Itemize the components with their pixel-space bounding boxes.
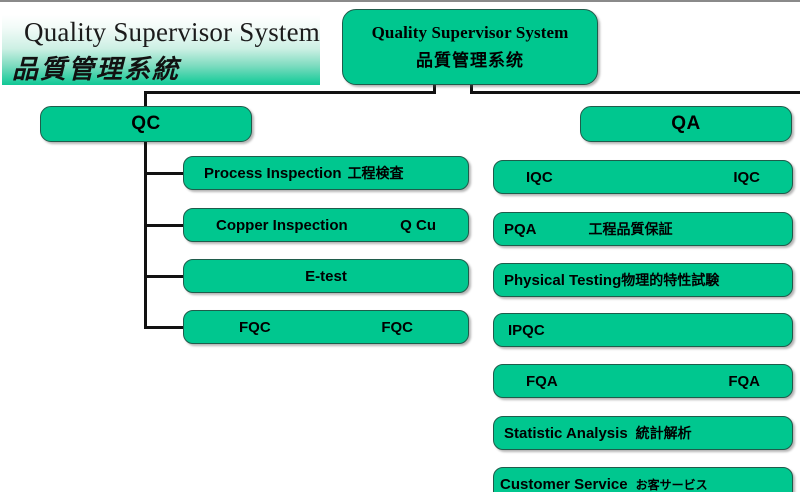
- node-iqc[interactable]: IQC IQC: [493, 160, 793, 194]
- node-fqc-label-secondary: FQC: [381, 318, 413, 336]
- node-ipqc-label: IPQC: [508, 321, 545, 339]
- connector-root-to-qc-horizontal: [144, 91, 436, 94]
- node-process-inspection-label-english: Process Inspection: [204, 164, 342, 182]
- node-e-test-label: E-test: [305, 267, 347, 285]
- node-fqa-label-secondary: FQA: [728, 372, 760, 390]
- connector-qc-branch-2: [144, 224, 186, 227]
- node-fqa[interactable]: FQA FQA: [493, 364, 793, 398]
- slide-title-english: Quality Supervisor System: [24, 17, 320, 47]
- node-branch-qa[interactable]: QA: [580, 106, 792, 142]
- node-branch-qc[interactable]: QC: [40, 106, 252, 142]
- node-fqc[interactable]: FQC FQC: [183, 310, 469, 344]
- connector-root-to-qc-vertical: [144, 91, 147, 109]
- connector-qc-branch-1: [144, 172, 186, 175]
- connector-qc-branch-3: [144, 275, 186, 278]
- node-customer-service[interactable]: Customer Service お客サービス: [493, 467, 793, 492]
- node-fqc-label-english: FQC: [239, 318, 271, 336]
- node-branch-qc-label: QC: [131, 113, 161, 134]
- connector-qc-spine: [144, 142, 147, 329]
- node-pqa[interactable]: PQA 工程品質保証: [493, 212, 793, 246]
- node-physical-testing-label-japanese: 物理的特性試験: [621, 273, 720, 289]
- node-copper-inspection[interactable]: Copper Inspection Q Cu: [183, 208, 469, 242]
- node-physical-testing[interactable]: Physical Testing 物理的特性試験: [493, 263, 793, 297]
- node-pqa-label-english: PQA: [504, 220, 537, 238]
- node-branch-qa-label: QA: [671, 113, 701, 134]
- connector-root-stub-left: [433, 85, 436, 94]
- node-process-inspection-label-japanese: 工程検査: [347, 166, 404, 182]
- node-ipqc[interactable]: IPQC: [493, 313, 793, 347]
- node-statistic-analysis-label-japanese: 統計解析: [635, 426, 692, 442]
- node-copper-inspection-label-english: Copper Inspection: [216, 216, 348, 234]
- node-root-quality-supervisor-system[interactable]: Quality Supervisor System 品質管理系统: [342, 9, 598, 85]
- node-copper-inspection-label-code: Q Cu: [400, 216, 436, 234]
- title-banner: Quality Supervisor System 品質管理系統: [2, 15, 320, 85]
- node-iqc-label-secondary: IQC: [733, 168, 760, 186]
- node-fqa-label-english: FQA: [526, 372, 558, 390]
- node-physical-testing-label-english: Physical Testing: [504, 271, 622, 289]
- node-root-label-chinese: 品質管理系统: [416, 51, 524, 70]
- slide-title-chinese: 品質管理系統: [12, 55, 181, 84]
- connector-qc-branch-4: [144, 326, 186, 329]
- node-pqa-label-japanese: 工程品質保証: [588, 222, 673, 238]
- connector-root-to-qa-horizontal: [470, 91, 800, 94]
- node-e-test[interactable]: E-test: [183, 259, 469, 293]
- connector-root-stub-right: [470, 85, 473, 94]
- node-iqc-label-english: IQC: [526, 168, 553, 186]
- node-process-inspection[interactable]: Process Inspection 工程検査: [183, 156, 469, 190]
- node-root-label-english: Quality Supervisor System: [371, 23, 569, 42]
- node-statistic-analysis-label-english: Statistic Analysis: [504, 424, 628, 442]
- node-customer-service-label-japanese: お客サービス: [635, 477, 708, 492]
- node-statistic-analysis[interactable]: Statistic Analysis 統計解析: [493, 416, 793, 450]
- node-customer-service-label-english: Customer Service: [500, 475, 628, 492]
